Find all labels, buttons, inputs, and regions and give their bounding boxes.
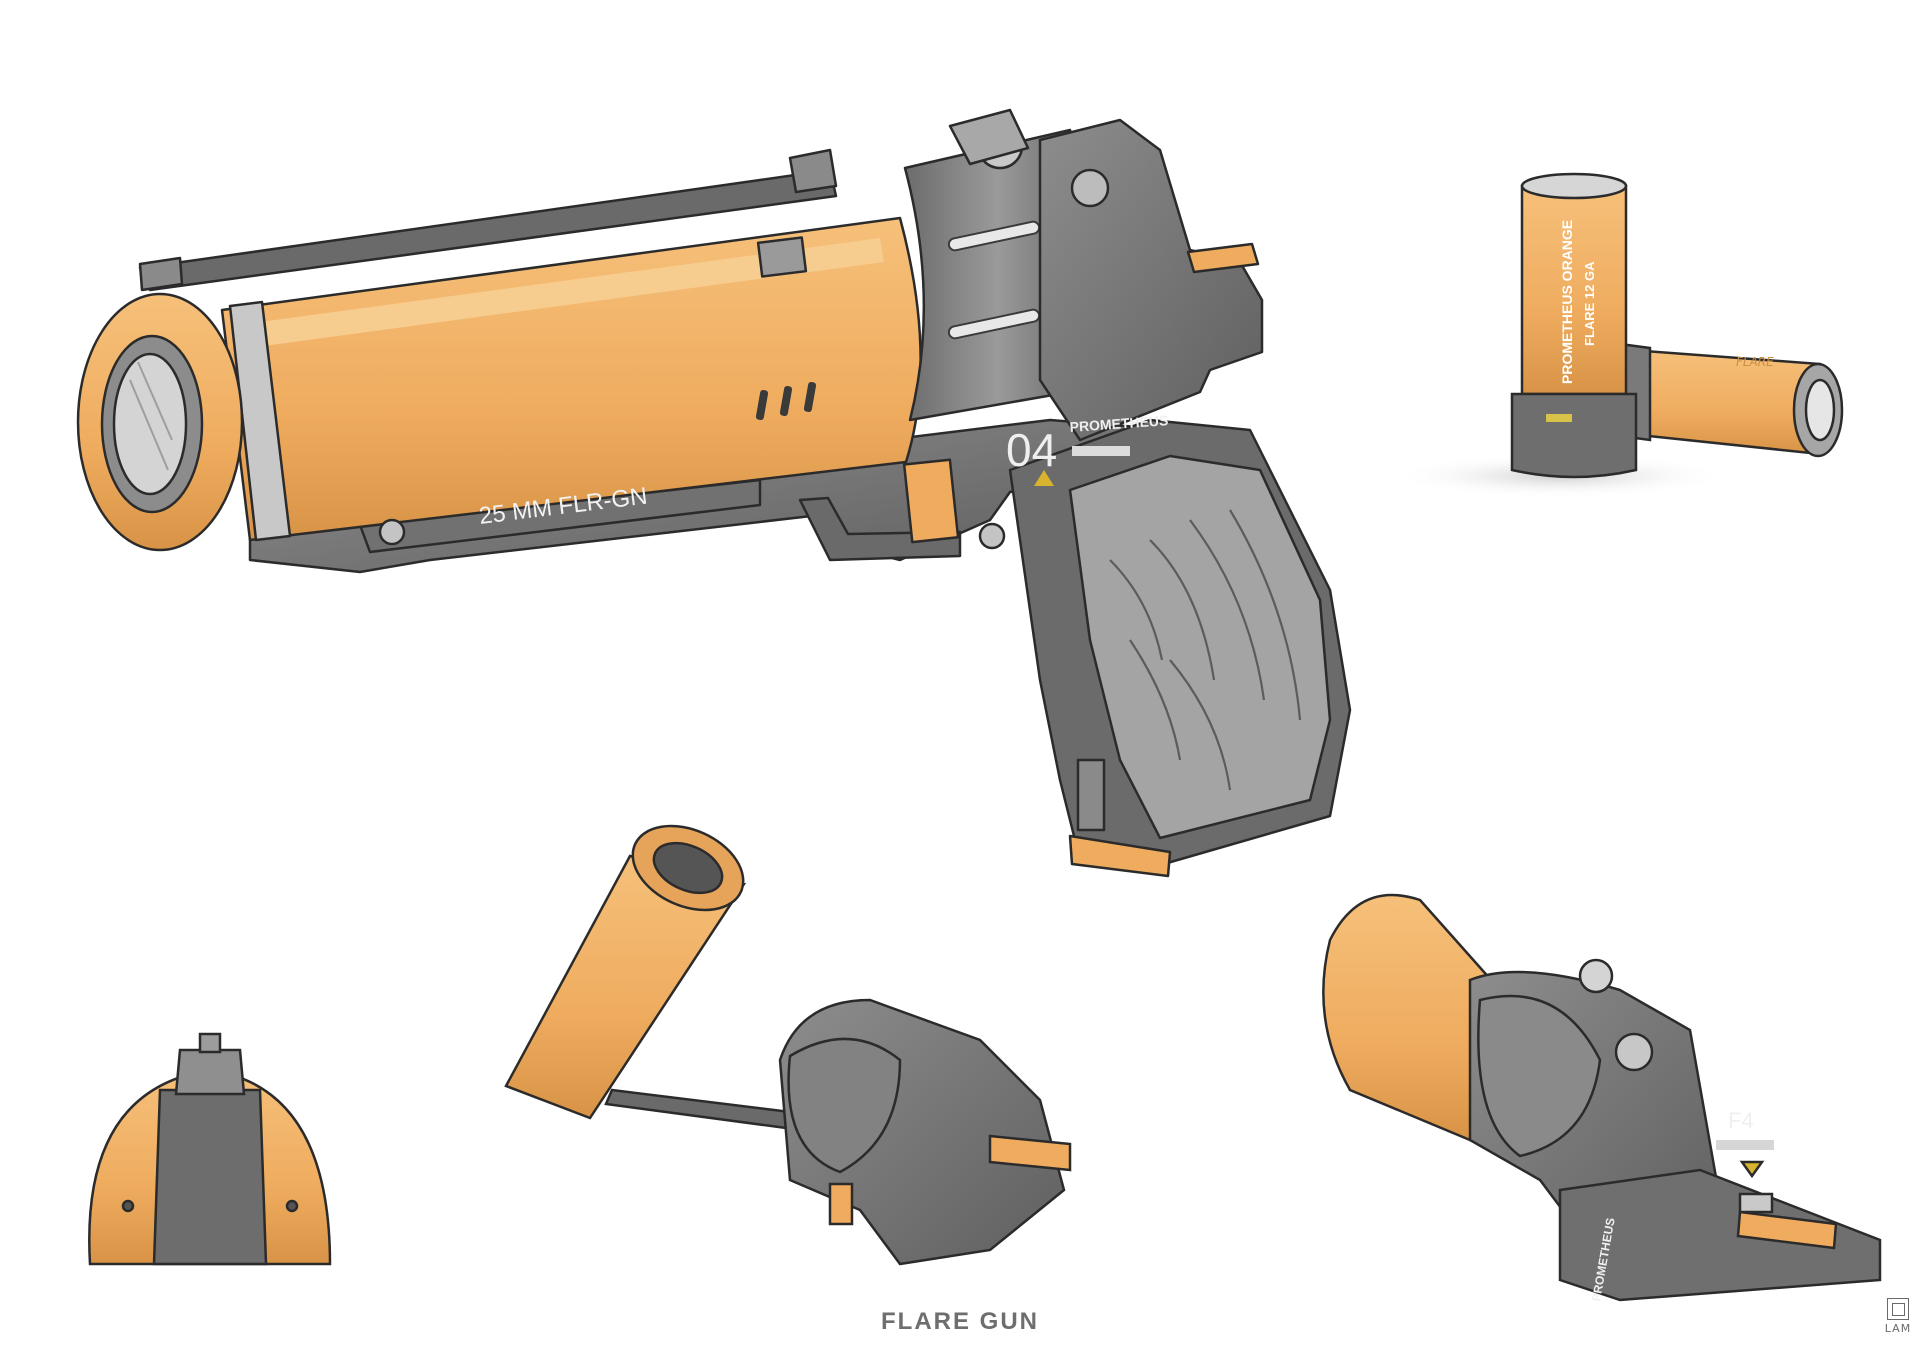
muzzle-glass [112, 352, 188, 496]
lying-cartridge-bore [1804, 378, 1836, 442]
barcode [1072, 446, 1130, 456]
rear-three-quarter-view [1322, 893, 1882, 1302]
cartridge-label-2: FLARE 12 GA [1582, 261, 1597, 346]
front-sight [138, 256, 184, 292]
grip-panel [1068, 454, 1332, 840]
front-view-sight [198, 1032, 222, 1054]
artist-signature: LAM [1880, 1298, 1916, 1335]
number-marking: 04 [1006, 424, 1057, 476]
flare-cartridges [1390, 172, 1844, 498]
grip-texture-lines [1109, 509, 1302, 791]
hinge-arm [604, 1088, 792, 1130]
sheet-title: FLARE GUN [881, 1308, 1039, 1335]
flare-gun-side-view [76, 108, 1352, 878]
barrel-vent-slots [755, 382, 817, 420]
rear-hammer-knob [1578, 958, 1614, 994]
breach-orange-cap [988, 1134, 1072, 1172]
rear-model-marking: F4 [1728, 1108, 1754, 1133]
side-knob [1070, 168, 1110, 208]
front-view-top [174, 1048, 246, 1096]
front-view [88, 1032, 332, 1266]
cartridge-scribble: FLARE [1736, 355, 1774, 369]
rear-orange-cap [1736, 1210, 1838, 1250]
breach-cylinder [787, 1037, 902, 1174]
lying-cartridge-body [1628, 348, 1822, 456]
cartridge-base-stripe [1546, 414, 1572, 422]
magazine-latch [1076, 758, 1106, 832]
rear-grip [1558, 1168, 1882, 1302]
rear-screen [1738, 1192, 1774, 1214]
grip-base [1068, 834, 1172, 878]
standing-cartridge-base [1510, 392, 1638, 479]
brand-marking: PROMETHEUS [1069, 412, 1169, 435]
frame-screw [378, 518, 406, 546]
tilted-barrel-bore [652, 841, 724, 895]
trigger-guard [798, 496, 962, 562]
warning-triangle [1034, 470, 1054, 486]
frame-screw [978, 522, 1006, 550]
breach-trigger [828, 1182, 854, 1226]
artist-name: LAM [1884, 1322, 1912, 1335]
rear-cylinder [1477, 994, 1602, 1158]
rear-knob [1614, 1032, 1654, 1072]
rear-barcode [1716, 1140, 1774, 1150]
front-view-frame [152, 1088, 268, 1266]
hammer [948, 108, 1030, 166]
trigger [902, 458, 960, 544]
front-view-screw [285, 1199, 299, 1213]
rear-sight [788, 148, 838, 194]
rear-warning-triangle [1739, 1160, 1765, 1179]
barrel-label-plate [756, 236, 808, 278]
signature-stamp-icon [1887, 1298, 1909, 1320]
standing-cartridge-top [1520, 172, 1628, 200]
barrel-highlight [260, 238, 884, 346]
barrel-band [228, 300, 292, 542]
rear-orange-cap [1186, 242, 1260, 274]
rear-barrel [1322, 893, 1502, 1142]
cartridge-label-1: PROMETHEUS ORANGE [1559, 220, 1575, 384]
muzzle-reflection [129, 361, 173, 471]
receiver-frame [1038, 118, 1264, 442]
front-view-screw [121, 1199, 135, 1213]
open-breach-view [504, 824, 1072, 1266]
